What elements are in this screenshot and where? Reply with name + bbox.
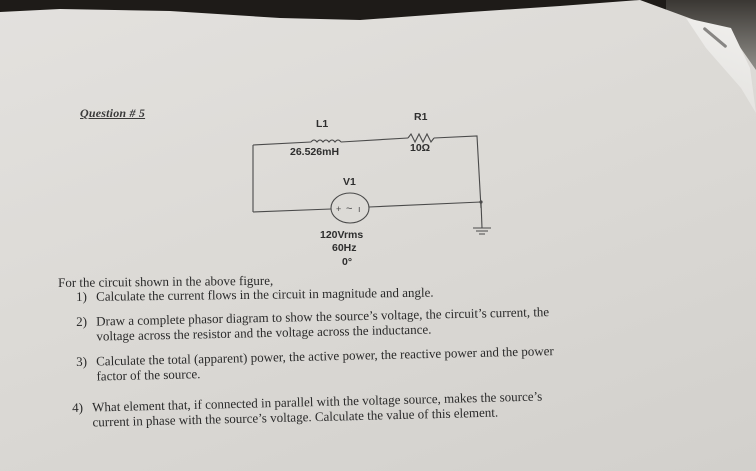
resistor-value-label: 10Ω — [410, 142, 431, 154]
source-name-label: V1 — [343, 176, 356, 188]
question-title: Question # 5 — [80, 106, 146, 120]
junction-dot — [479, 200, 483, 204]
wire-bottom-right — [368, 201, 482, 208]
question-number: 4) — [72, 399, 84, 415]
source-minus-sign: ı — [358, 204, 361, 214]
source-plus-sign: + — [336, 204, 341, 214]
source-phase-label: 0° — [342, 256, 353, 268]
wire-ground — [480, 201, 483, 229]
question-number: 2) — [76, 313, 88, 329]
source-tilde: ~ — [346, 203, 352, 215]
ac-source-icon — [330, 192, 370, 224]
resistor-name-label: R1 — [414, 111, 428, 123]
ground-icon — [473, 227, 491, 235]
source-frequency-label: 60Hz — [332, 242, 357, 254]
question-number: 3) — [76, 353, 88, 369]
wire-top-right — [433, 135, 482, 209]
inductor-name-label: L1 — [316, 118, 329, 130]
inductor-value-label: 26.526mH — [290, 146, 340, 158]
wire-top-left — [252, 141, 312, 146]
question-number: 1) — [76, 288, 88, 304]
source-voltage-label: 120Vrms — [320, 229, 364, 241]
resistor-icon — [407, 132, 435, 144]
wire-top-middle — [340, 137, 409, 143]
inductor-coil-icon — [310, 139, 342, 143]
wire-bottom-left — [252, 208, 332, 213]
